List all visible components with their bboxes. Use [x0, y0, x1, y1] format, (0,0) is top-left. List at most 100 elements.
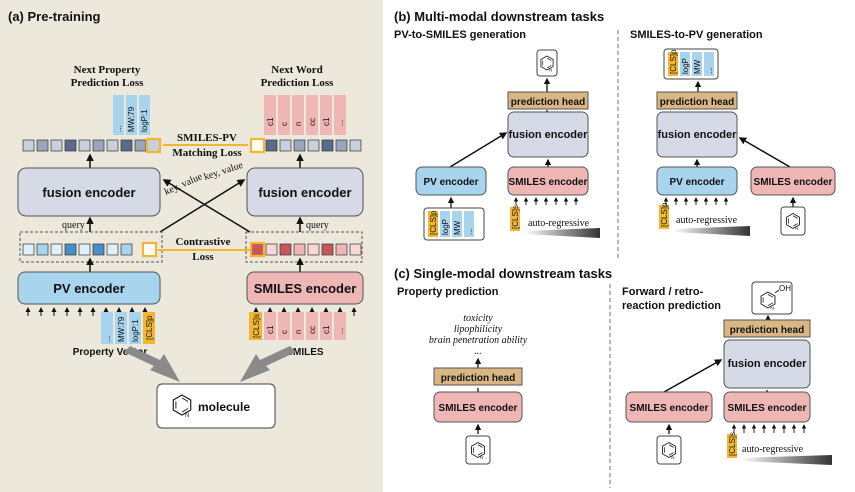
smiles-input-token: c: [280, 330, 289, 334]
predicted-smiles-tokens: c1 c n cc c1 ...: [264, 95, 346, 135]
prediction-head-c2: [723, 319, 811, 338]
pred-pv-token: logP:1: [140, 109, 149, 132]
smiles-input-token-cls: [CLS]s: [252, 314, 261, 338]
prediction-head-b2: [656, 91, 738, 110]
prediction-head-c1: [433, 367, 523, 386]
smiles-encoder-b1-label: SMILES encoder: [509, 177, 588, 188]
auto-regressive-c2-label: auto-regressive: [742, 444, 804, 455]
smiles-encoder-c2b: [723, 391, 811, 423]
fusion-encoder-b2: [656, 111, 738, 158]
singlemodal-title: (c) Single-modal downstream tasks: [394, 266, 612, 281]
output-molecule-box: [536, 49, 558, 77]
predicted-pv-tokens: ... MW:79 logP:1: [113, 95, 150, 135]
oh-label: OH: [779, 284, 791, 293]
multimodal-title: (b) Multi-modal downstream tasks: [394, 9, 604, 24]
smiles-encoder-c2b-label: SMILES encoder: [728, 403, 807, 414]
pv-encoder-output-tokens: [22, 241, 158, 258]
pv-encoder: [17, 271, 161, 305]
auto-regressive-b2-label: auto-regressive: [676, 215, 738, 226]
molecule-label: molecule: [198, 400, 250, 414]
pv-input-b1-token: logP: [441, 219, 450, 235]
prediction-head-b1-label: prediction head: [511, 97, 585, 108]
prediction-head-b1: [507, 91, 589, 110]
auto-regressive-arrow-b2: [673, 226, 750, 236]
input-molecule-box-c1: [465, 435, 491, 465]
smiles-encoder-c1: [433, 391, 523, 423]
next-word-loss-label-2: Prediction Loss: [261, 77, 335, 89]
input-molecule-box-c2: [656, 435, 682, 465]
matching-loss-label-2: Matching Loss: [172, 147, 242, 159]
pv2smiles-title: PV-to-SMILES generation: [394, 29, 526, 41]
pred-pv-token: MW:79: [127, 106, 136, 132]
fusion-encoder-right: [246, 167, 364, 217]
smiles2pv-title: SMILES-to-PV generation: [630, 29, 763, 41]
pv-input-token-cls: [CLS]p: [145, 315, 154, 340]
pv-input-b1-token: MW: [453, 220, 462, 235]
pv-input-tokens: ... MW:79 logP:1 [CLS]p: [101, 312, 155, 344]
cls-p-b2: [CLS]p: [660, 202, 669, 227]
pv-input-token: ...: [103, 335, 112, 342]
fusion-encoder-b2-label: fusion encoder: [658, 129, 738, 141]
pred-pv-token: ...: [114, 125, 123, 132]
pv-input-token: logP:1: [131, 319, 140, 342]
smiles-input-token: ...: [336, 327, 345, 334]
property-vector-label: Property Vector: [73, 347, 148, 358]
pv-input-b1-token: [CLS]p: [429, 210, 438, 235]
prediction-head-c1-label: prediction head: [441, 373, 515, 384]
pv-output-token: [CLS]p: [669, 49, 678, 74]
pred-smiles-token: c: [280, 122, 289, 126]
property-toxicity: toxicity: [463, 313, 493, 324]
cls-s-b1: [CLS]s: [511, 205, 520, 229]
auto-regressive-b1-label: auto-regressive: [528, 218, 590, 229]
cross-arrow-smiles-to-left: [162, 179, 251, 233]
molecule-to-pv-arrow: [124, 346, 180, 382]
matching-loss-label-1: SMILES-PV: [177, 132, 237, 144]
fusion-encoder-right-label: fusion encoder: [258, 185, 351, 200]
molecule-to-smiles-arrow: [240, 346, 296, 382]
reaction-prediction-title-1: Forward / retro-: [622, 286, 704, 298]
pv-encoder-b2: [656, 166, 738, 196]
property-brain-penetration: brain penetration ability: [429, 335, 528, 346]
fusion-output-tokens-right: [249, 137, 362, 154]
property-lipophilicity: lipophilicity: [454, 324, 503, 335]
pv-encoder-b1: [415, 166, 487, 196]
pred-smiles-token: cc: [308, 118, 317, 126]
pred-smiles-token: c1: [266, 117, 275, 126]
pretraining-title: (a) Pre-training: [8, 9, 101, 24]
fusion-output-tokens-left: [22, 137, 162, 154]
next-property-loss-label-1: Next Property: [74, 64, 141, 76]
smiles-encoder: [246, 271, 364, 305]
prediction-head-b2-label: prediction head: [660, 97, 734, 108]
output-molecule-box-c2: [751, 281, 793, 315]
cross-arrow-pv-to-right: [159, 179, 246, 233]
smiles-input-token: c1: [322, 325, 331, 334]
smiles-input-tokens: [CLS]s c1 c n cc c1 ...: [249, 312, 346, 340]
reaction-prediction-title-2: reaction prediction: [622, 300, 721, 312]
property-ellipsis: ...: [474, 346, 482, 357]
contrastive-loss-label-1: Contrastive: [176, 236, 231, 248]
pred-smiles-token: c1: [322, 117, 331, 126]
pv-input-token: MW:79: [117, 316, 126, 342]
smiles-encoder-c1-label: SMILES encoder: [439, 403, 518, 414]
fusion-encoder-b1: [507, 111, 589, 158]
smiles-encoder-c2a-label: SMILES encoder: [630, 403, 709, 414]
next-property-loss-label-2: Prediction Loss: [71, 77, 145, 89]
smiles-encoder-b2-label: SMILES encoder: [754, 177, 833, 188]
pv-output-token: ...: [705, 67, 714, 74]
pv-output-token: logP: [681, 58, 690, 74]
cls-s-c2: [CLS]s: [728, 432, 737, 456]
smiles-input-token: c1: [266, 325, 275, 334]
smiles-encoder-c2a: [625, 391, 713, 423]
smiles-input-token: n: [294, 330, 303, 334]
fusion-encoder-left: [17, 167, 161, 217]
smiles-input-token: cc: [308, 326, 317, 334]
auto-regressive-arrow-b1: [524, 228, 600, 238]
smiles-encoder-output-tokens: [249, 241, 362, 258]
smiles-encoder-b1: [507, 166, 589, 196]
prediction-head-c2-label: prediction head: [730, 325, 804, 336]
pred-smiles-token: ...: [336, 119, 345, 126]
fusion-encoder-c2: [723, 339, 811, 389]
fusion-encoder-b1-label: fusion encoder: [509, 129, 589, 141]
query-label-right: query: [306, 220, 329, 231]
